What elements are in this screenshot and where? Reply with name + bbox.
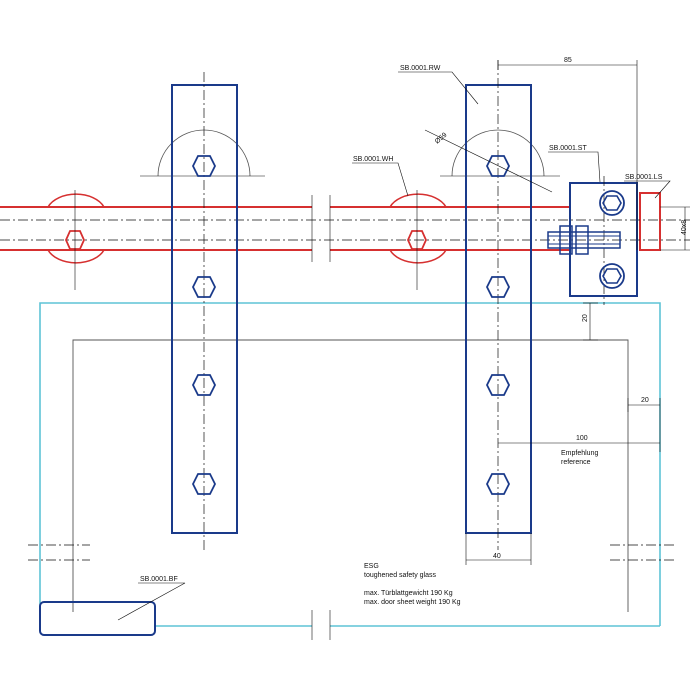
- label-diameter: Ø59: [434, 132, 449, 146]
- dim-40: 40: [493, 553, 501, 560]
- label-st: SB.0001.ST: [549, 145, 587, 152]
- strap-right: [424, 60, 560, 550]
- label-ls: SB.0001.LS: [625, 174, 663, 181]
- glass-panel: [28, 302, 675, 640]
- wall-holder-left: [47, 190, 105, 290]
- strap-left: [140, 72, 265, 550]
- note-weight-de: max. Türblattgewicht 190 Kg: [364, 590, 453, 597]
- dim-20-edge: 20: [641, 397, 649, 404]
- label-rw: SB.0001.RW: [400, 65, 441, 72]
- leader-lines: [117, 71, 671, 621]
- dim-85: 85: [564, 57, 572, 64]
- note-esg: ESG: [364, 563, 379, 570]
- text-labels: SB.0001.RW SB.0001.WH SB.0001.ST SB.0001…: [140, 57, 688, 606]
- label-wh: SB.0001.WH: [353, 156, 393, 163]
- dim-40x8: 40x8: [681, 220, 688, 235]
- dim-100: 100: [576, 435, 588, 442]
- floor-guide: [39, 601, 156, 636]
- dimension-lines: [465, 60, 690, 565]
- note-empfehlung: Empfehlung: [561, 450, 598, 457]
- note-weight-en: max. door sheet weight 190 Kg: [364, 599, 461, 606]
- wall-holder-right: [389, 190, 447, 290]
- stopper: [547, 176, 638, 305]
- label-bf: SB.0001.BF: [140, 576, 178, 583]
- note-esg-en: toughened safety glass: [364, 572, 436, 579]
- dim-20-gap: 20: [582, 314, 589, 322]
- top-rail: [0, 192, 690, 262]
- note-reference: reference: [561, 459, 591, 466]
